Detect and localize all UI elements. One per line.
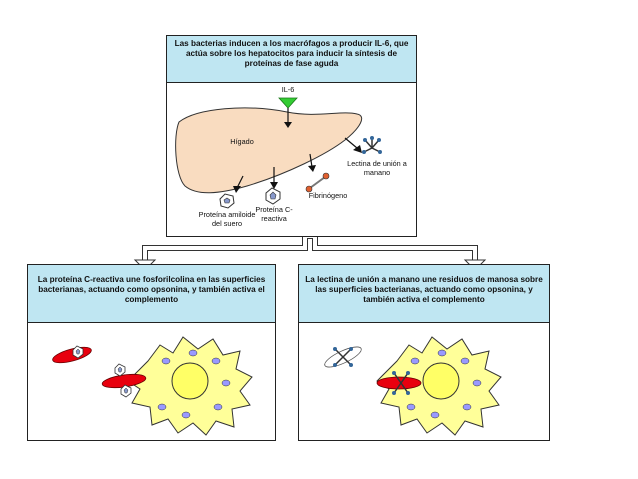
- left-panel-title: La proteína C-reactiva une fosforilcolin…: [28, 265, 275, 323]
- il6-label: IL-6: [281, 85, 295, 94]
- serum-amyloid-label: Proteína amiloide del suero: [198, 210, 256, 228]
- mbl-free-icon: [333, 347, 353, 367]
- granules: [157, 349, 231, 419]
- liver-diagram: [175, 97, 382, 209]
- il6-marker-icon: [278, 97, 298, 109]
- crp-bound-1: [114, 363, 126, 377]
- bacterium-free: [52, 346, 92, 364]
- serum-amyloid-icon: [219, 193, 235, 209]
- liver-label: Hígado: [230, 137, 254, 146]
- left-panel: La proteína C-reactiva une fosforilcolin…: [27, 264, 276, 441]
- branch-arrow: [142, 233, 478, 264]
- right-panel: La lectina de unión a manano une residuo…: [298, 264, 550, 441]
- macrophage-nucleus: [422, 362, 460, 400]
- top-panel-title: Las bacterias inducen a los macrófagos a…: [167, 36, 416, 83]
- crp-on-bacterium: [72, 345, 84, 359]
- crp-bound-2: [120, 384, 132, 398]
- mbl-bound-icon: [392, 371, 410, 395]
- mbl-opsonization-illustration: [324, 336, 502, 436]
- mannan-lectin-label: Lectina de unión a manano: [347, 159, 407, 177]
- bacterium-bound: [376, 376, 422, 390]
- c-reactive-protein-icon: [265, 187, 281, 205]
- c-reactive-label: Proteína C-reactiva: [255, 205, 293, 223]
- top-panel: Las bacterias inducen a los macrófagos a…: [166, 35, 417, 237]
- mannan-binding-lectin-icon: [362, 136, 382, 154]
- crp-opsonization-illustration: [52, 336, 253, 436]
- fibrinogen-label: Fibrinógeno: [308, 191, 348, 200]
- right-panel-title: La lectina de unión a manano une residuo…: [299, 265, 549, 323]
- liver-shape: [175, 107, 363, 194]
- fibrinogen-icon: [305, 172, 330, 193]
- granules: [406, 349, 482, 419]
- macrophage-nucleus: [171, 362, 209, 400]
